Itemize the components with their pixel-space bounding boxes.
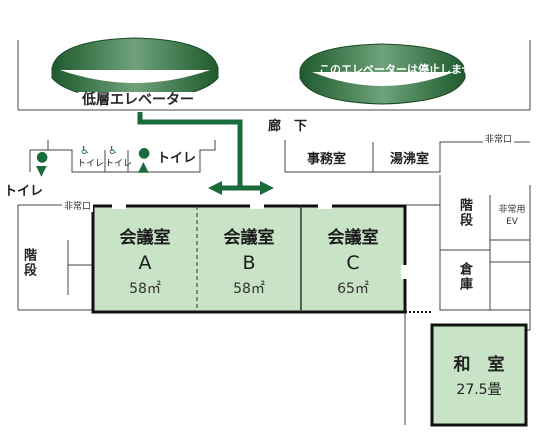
meeting-room-c-area: 65㎡ — [337, 281, 369, 297]
toilet-label: トイレ — [157, 151, 197, 166]
japanese-room-area: 27.5畳 — [456, 382, 502, 398]
route-arrow — [137, 112, 262, 191]
person-icon: ●▲ — [138, 145, 151, 175]
stairs-right-label: 階段 — [457, 198, 472, 228]
meeting-room-c-letter: C — [346, 252, 360, 274]
corridor-label: 廊 下 — [268, 119, 308, 134]
main-elevator-label: 低層エレベーター — [78, 92, 198, 108]
meeting-room-a-name: 会議室 — [119, 228, 171, 248]
japanese-room-name: 和 室 — [453, 355, 505, 375]
emergency-exit-right: 非常口 — [483, 135, 515, 145]
elevator-main — [51, 37, 219, 101]
left-toilet-label: トイレ — [4, 184, 44, 199]
office-label: 事務室 — [307, 152, 347, 167]
emergency-ev-label: 非常用EV — [498, 205, 526, 227]
meeting-room-b-letter: B — [242, 252, 256, 274]
toilet-icon: ●▼ — [36, 149, 49, 179]
emergency-exit-left: 非常口 — [62, 202, 94, 212]
meeting-room-c-name: 会議室 — [327, 228, 379, 248]
stopped-elevator-label: このエレベーターは停止しません — [319, 63, 484, 76]
meeting-room-a-area: 58㎡ — [129, 281, 161, 297]
meeting-room-b-name: 会議室 — [223, 228, 275, 248]
stairs-left-label: 階段 — [21, 248, 36, 278]
japanese-room-block — [430, 323, 528, 427]
accessible-toilet-icon: ♿ — [80, 144, 90, 157]
meeting-room-a-letter: A — [138, 252, 152, 274]
accessible-toilet-icon-2: ♿ — [108, 144, 118, 157]
storage-label: 倉庫 — [457, 262, 472, 292]
meeting-room-b-area: 58㎡ — [233, 281, 265, 297]
accessible-toilet-label-1: トイレ — [77, 159, 105, 169]
accessible-toilet-label-2: トイレ — [105, 159, 133, 169]
meeting-rooms-block — [91, 204, 407, 314]
kitchen-label: 湯沸室 — [390, 152, 430, 167]
